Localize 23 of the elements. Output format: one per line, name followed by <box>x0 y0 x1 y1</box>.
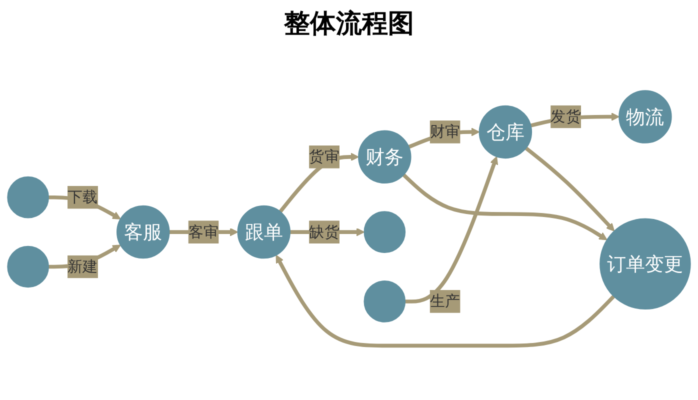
edge-label: 下载 <box>68 188 98 206</box>
arrow <box>276 254 616 348</box>
edge-label: 生产 <box>430 292 460 310</box>
node-circle <box>7 176 49 218</box>
edge-label: 缺货 <box>309 222 340 240</box>
arrow <box>524 146 615 232</box>
node-circle: 客服 <box>116 205 170 259</box>
node-circle <box>364 280 406 322</box>
edge-label: 发货 <box>550 107 582 126</box>
edge-label: 财审 <box>430 122 460 140</box>
edge-label: 客审 <box>188 222 219 240</box>
node-circle <box>364 210 406 253</box>
node-circle: 仓库 <box>478 105 532 158</box>
node-circle: 物流 <box>618 90 672 144</box>
node-circle: 财务 <box>358 130 412 184</box>
node-circle: 跟单 <box>237 205 291 259</box>
edge-label: 新建 <box>68 257 98 276</box>
diagram-title: 整体流程图 <box>283 8 415 41</box>
node-circle <box>7 246 49 288</box>
arrow <box>402 173 608 240</box>
node-circle: 订单变更 <box>600 218 691 310</box>
arrow <box>405 156 498 304</box>
edge-label: 货审 <box>309 147 340 166</box>
